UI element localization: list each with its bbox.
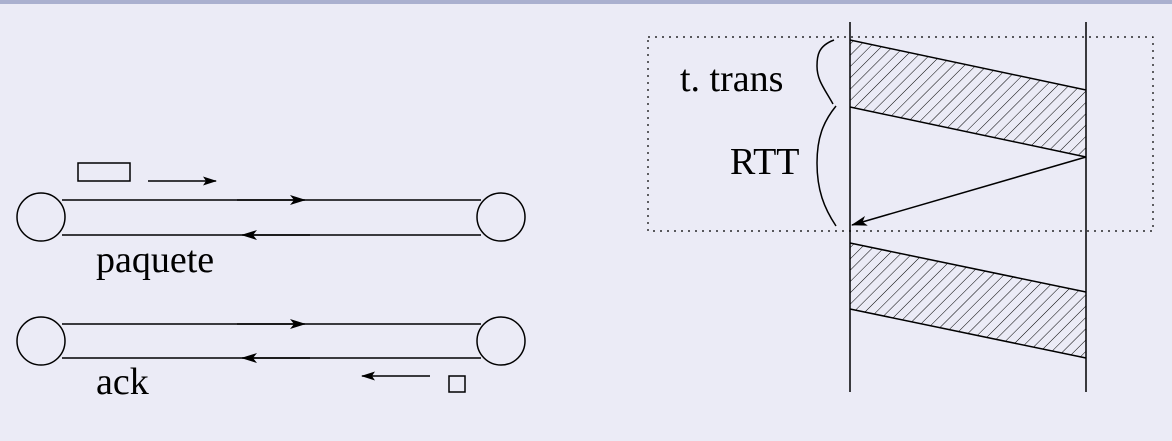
sender-node-circle <box>16 316 66 366</box>
packet-rectangle <box>77 162 131 182</box>
rtt-brace <box>816 105 837 227</box>
transmission-time-brace <box>816 39 835 105</box>
timing-diagram: t. trans RTT <box>647 22 1154 392</box>
first-packet-band <box>849 39 1087 158</box>
ack-label: ack <box>96 361 149 403</box>
sender-node-circle <box>16 192 66 242</box>
ack-square <box>448 375 466 393</box>
ack-link: ack <box>16 316 526 403</box>
rtt-window-dotted-box <box>647 36 1154 232</box>
ack-return-arrow <box>851 156 1087 226</box>
receiver-node-circle <box>476 316 526 366</box>
transmission-time-label: t. trans <box>680 58 783 100</box>
packet-label: paquete <box>96 239 214 281</box>
rtt-label: RTT <box>730 141 800 183</box>
second-packet-band <box>849 242 1087 359</box>
receiver-node-circle <box>476 192 526 242</box>
packet-link: paquete <box>16 162 526 281</box>
top-border-bar <box>0 0 1172 4</box>
